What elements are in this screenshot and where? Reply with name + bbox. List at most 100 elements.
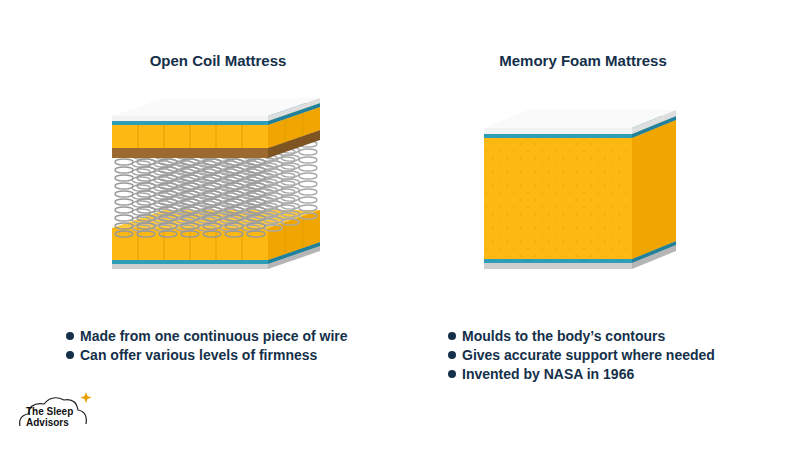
coil-turn <box>159 175 177 181</box>
seam <box>190 125 191 148</box>
coil-turn <box>264 209 282 215</box>
coil-turn <box>115 215 133 221</box>
memory-foam-mattress <box>484 110 676 269</box>
seam <box>138 125 139 148</box>
coil-turn <box>115 191 133 197</box>
coil-turn <box>264 217 282 223</box>
coil-turn <box>247 183 265 189</box>
coil-turn <box>225 183 243 189</box>
bullet-point: Moulds to the body’s contours <box>448 328 665 344</box>
logo-text: The Sleep Advisors <box>26 406 80 428</box>
coil-turn <box>115 159 133 165</box>
coil-turn <box>203 183 221 189</box>
seam <box>302 216 303 248</box>
coil-turn <box>203 159 221 165</box>
cover-layer-side <box>268 98 320 121</box>
coil-turn <box>225 199 243 205</box>
coil-turn <box>225 231 243 237</box>
coil-turn <box>264 193 282 199</box>
column-title: Memory Foam Mattress <box>499 52 667 69</box>
coil-turn <box>225 167 243 173</box>
coil-turn <box>137 207 155 213</box>
coil-turn <box>181 231 199 237</box>
coil-turn <box>247 159 265 165</box>
coil-turn <box>281 219 299 225</box>
base-layer-front <box>112 264 268 269</box>
coil-turn <box>299 157 317 163</box>
coil-turn <box>247 175 265 181</box>
coil-turn <box>159 183 177 189</box>
coil-turn <box>281 171 299 177</box>
coil-turn <box>225 175 243 181</box>
coil-turn <box>264 161 282 167</box>
seam <box>285 222 286 254</box>
coil-turn <box>181 215 199 221</box>
foam-texture <box>484 138 632 259</box>
coil-turn <box>225 215 243 221</box>
coil-turn <box>247 223 265 229</box>
foam-block <box>484 120 676 259</box>
coil-turn <box>115 207 133 213</box>
coil-turn <box>281 211 299 217</box>
bullet-point: Gives accurate support where needed <box>448 347 715 363</box>
coil-turn <box>137 199 155 205</box>
cover-layer-front <box>112 116 268 121</box>
coil-turn <box>159 215 177 221</box>
coil-turn <box>264 201 282 207</box>
foam-block-side <box>632 120 676 259</box>
seam <box>216 125 217 148</box>
coil-turn <box>247 207 265 213</box>
coil-turn <box>203 199 221 205</box>
coil-turn <box>203 223 221 229</box>
coil-turn <box>225 191 243 197</box>
base-layer-front <box>484 263 632 269</box>
seam <box>190 228 191 260</box>
coil-turn <box>281 163 299 169</box>
coil-turn <box>159 199 177 205</box>
coil-turn <box>115 175 133 181</box>
coil-turn <box>264 185 282 191</box>
column-title: Open Coil Mattress <box>150 52 287 69</box>
teal-layer-front <box>484 134 632 138</box>
seam <box>242 125 243 148</box>
coil-turn <box>281 155 299 161</box>
coil-turn <box>299 197 317 203</box>
bullet-point: Made from one continuous piece of wire <box>66 328 348 344</box>
coil-turn <box>137 167 155 173</box>
coil-turn <box>203 215 221 221</box>
coil-turn <box>181 167 199 173</box>
coil-turn <box>299 181 317 187</box>
coil-turn <box>181 199 199 205</box>
coil-turn <box>115 231 133 237</box>
coil-turn <box>181 183 199 189</box>
coil-turn <box>137 183 155 189</box>
coil-turn <box>181 207 199 213</box>
lower-foam-front <box>112 228 268 260</box>
coil-turn <box>137 159 155 165</box>
coil-turn <box>247 191 265 197</box>
coil-turn <box>181 175 199 181</box>
coil-turn <box>159 159 177 165</box>
coil-turn <box>299 149 317 155</box>
coil-turn <box>281 187 299 193</box>
foam-block-front <box>484 138 632 259</box>
coil-turn <box>159 167 177 173</box>
coil-turn <box>159 223 177 229</box>
coil-turn <box>281 179 299 185</box>
coil-turn <box>137 223 155 229</box>
coil-turn <box>159 207 177 213</box>
teal-layer-front <box>484 259 632 263</box>
coil-turn <box>137 175 155 181</box>
open-coil-mattress <box>112 98 320 269</box>
coil-turn <box>299 213 317 219</box>
coil-turn <box>299 205 317 211</box>
seam <box>164 125 165 148</box>
coil-turn <box>247 215 265 221</box>
bullet-point: Can offer various levels of firmness <box>66 347 317 363</box>
coil-turn <box>115 223 133 229</box>
cover-layer-side <box>632 110 676 134</box>
coil-turn <box>203 231 221 237</box>
coil-turn <box>225 223 243 229</box>
coil-turn <box>247 231 265 237</box>
